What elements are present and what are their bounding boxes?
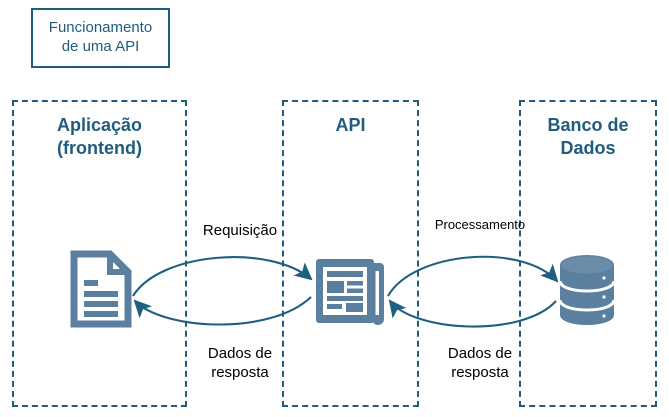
lane-database-label: Banco de Dados (547, 115, 629, 159)
lane-frontend: Aplicação (frontend) (12, 100, 187, 407)
flow-label-processamento: Processamento (434, 217, 526, 232)
database-icon (556, 252, 618, 328)
diagram-title: Funcionamento de uma API (48, 19, 153, 55)
lane-api-label: API (335, 115, 366, 135)
lane-database: Banco de Dados (519, 100, 657, 407)
document-icon (70, 250, 132, 328)
flow-label-resposta-left: Dados de resposta (207, 345, 273, 381)
newspaper-icon (312, 249, 386, 329)
flow-label-requisicao: Requisição (202, 222, 278, 239)
lane-api: API (282, 100, 419, 407)
lane-frontend-label: Aplicação (frontend) (56, 115, 143, 159)
diagram-title-box: Funcionamento de uma API (31, 8, 170, 68)
flow-label-resposta-right: Dados de resposta (447, 345, 513, 381)
